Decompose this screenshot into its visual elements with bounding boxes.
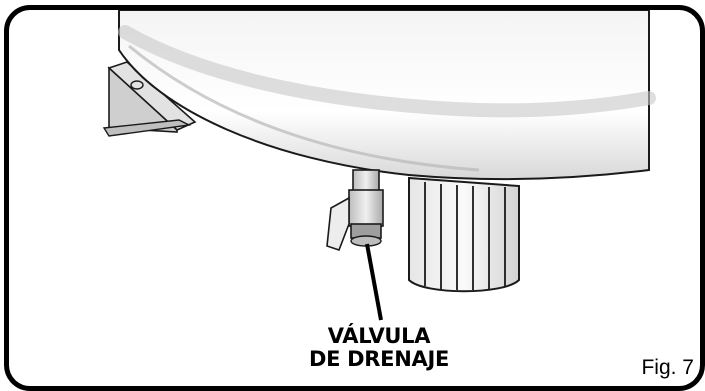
drain-valve-illustration [327, 170, 383, 250]
callout-leader-line [367, 244, 381, 320]
callout-line-1: VÁLVULA [289, 325, 469, 348]
callout-line-2: DE DRENAJE [289, 348, 469, 371]
figure-frame: VÁLVULA DE DRENAJE Fig. 7 [4, 5, 705, 391]
figure-label: Fig. 7 [641, 356, 694, 380]
tank-base-illustration [119, 10, 649, 179]
drain-valve-callout: VÁLVULA DE DRENAJE [289, 325, 469, 371]
corrugated-hose-illustration [409, 178, 519, 291]
